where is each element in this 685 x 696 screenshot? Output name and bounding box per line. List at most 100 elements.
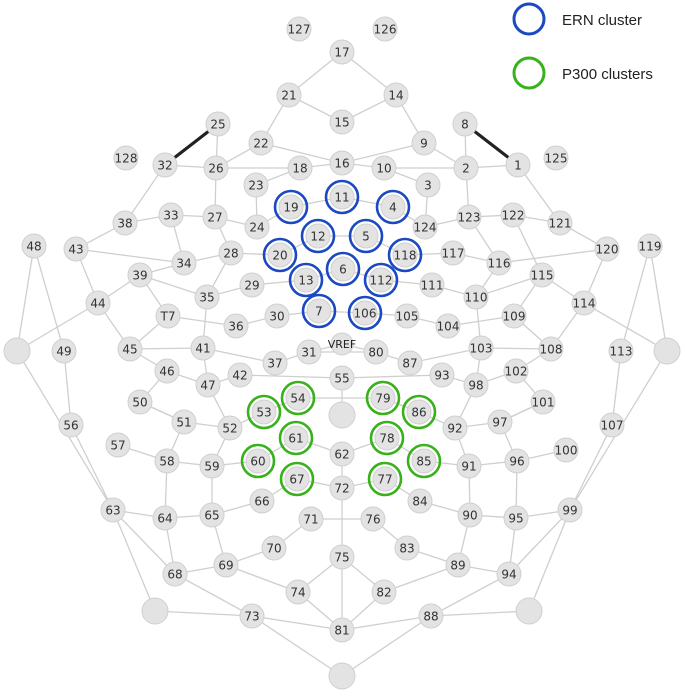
electrode-label: 35 xyxy=(199,291,214,305)
electrode-label: 4 xyxy=(389,201,397,215)
electrode-93: 93 xyxy=(429,362,455,388)
electrode-node xyxy=(329,441,355,467)
electrode-label: 124 xyxy=(414,221,437,235)
blank-electrode xyxy=(328,401,356,429)
electrode-label: 87 xyxy=(402,357,417,371)
electrode-60: 60 xyxy=(245,448,271,474)
electrode-83: 83 xyxy=(394,535,420,561)
electrode-node xyxy=(261,535,287,561)
electrode-label: 113 xyxy=(610,345,633,359)
p300-cluster-ring-77 xyxy=(367,461,403,497)
electrode-node xyxy=(571,290,597,316)
electrode-11: 11 xyxy=(329,184,355,210)
electrode-label: 93 xyxy=(434,369,449,383)
electrode-node xyxy=(112,210,138,236)
electrode-label: 70 xyxy=(266,542,281,556)
electrode-12: 12 xyxy=(305,223,331,249)
electrode-48: 48 xyxy=(21,233,47,259)
electrode-node xyxy=(371,155,397,181)
electrode-label: 99 xyxy=(562,504,577,518)
electrode-79: 79 xyxy=(370,385,396,411)
electrode-label: 84 xyxy=(412,495,427,509)
electrode-label: 119 xyxy=(639,240,662,254)
electrode-51: 51 xyxy=(171,409,197,435)
ern-cluster-ring-106 xyxy=(347,295,383,331)
electrode-label: 89 xyxy=(450,559,465,573)
electrode-9: 9 xyxy=(411,130,437,156)
electrode-label: 38 xyxy=(117,217,132,231)
electrode-node xyxy=(370,385,396,411)
electrode-node xyxy=(239,272,265,298)
electrode-node xyxy=(368,267,394,293)
electrode-25: 25 xyxy=(205,111,231,137)
electrode-node xyxy=(190,335,216,361)
electrode-75: 75 xyxy=(329,544,355,570)
electrode-label: 121 xyxy=(549,217,572,231)
electrode-121: 121 xyxy=(547,210,573,236)
connection-line xyxy=(112,509,156,612)
electrode-label: 73 xyxy=(244,610,259,624)
electrode-node xyxy=(504,448,530,474)
electrode-label: 27 xyxy=(207,211,222,225)
electrode-label: 59 xyxy=(204,460,219,474)
blank-electrode xyxy=(3,337,31,365)
electrode-20: 20 xyxy=(267,242,293,268)
electrode-label: 41 xyxy=(195,342,210,356)
connection-line xyxy=(649,245,668,352)
electrode-node xyxy=(372,466,398,492)
electrode-node xyxy=(113,145,139,171)
electrode-43: 43 xyxy=(63,236,89,262)
electrode-39: 39 xyxy=(127,262,153,288)
electrode-node xyxy=(530,389,556,415)
electrode-node xyxy=(505,152,531,178)
electrode-label: 67 xyxy=(289,473,304,487)
legend-p300-label: P300 clusters xyxy=(562,66,653,83)
electrode-78: 78 xyxy=(374,425,400,451)
electrode-label: 23 xyxy=(248,179,263,193)
electrode-106: 106 xyxy=(352,300,378,326)
electrode-90: 90 xyxy=(457,502,483,528)
electrode-node xyxy=(599,412,625,438)
electrode-80: 80 xyxy=(363,339,389,365)
electrode-node xyxy=(463,284,489,310)
electrode-label: 76 xyxy=(365,513,380,527)
electrode-1: 1 xyxy=(505,152,531,178)
electrode-44: 44 xyxy=(85,290,111,316)
electrode-7: 7 xyxy=(306,298,332,324)
electrode-label: 14 xyxy=(388,89,403,103)
electrode-label: 86 xyxy=(411,406,426,420)
ern-cluster-ring-6 xyxy=(325,251,361,287)
electrode-122: 122 xyxy=(500,202,526,228)
cluster-rings xyxy=(240,179,442,497)
electrode-19: 19 xyxy=(278,194,304,220)
electrode-node xyxy=(456,204,482,230)
electrode-113: 113 xyxy=(608,338,634,364)
electrode-node xyxy=(305,223,331,249)
electrode-label: 48 xyxy=(26,240,41,254)
electrode-node xyxy=(594,236,620,262)
electrode-92: 92 xyxy=(442,415,468,441)
electrode-label: 96 xyxy=(509,455,524,469)
electrode-16: 16 xyxy=(329,150,355,176)
electrode-node xyxy=(248,130,274,156)
electrode-node xyxy=(155,303,181,329)
electrode-node xyxy=(278,194,304,220)
electrode-86: 86 xyxy=(406,399,432,425)
electrode-17: 17 xyxy=(329,39,355,65)
electrode-node xyxy=(251,399,277,425)
electrode-node xyxy=(394,535,420,561)
electrode-label: 16 xyxy=(334,157,349,171)
connection-line xyxy=(512,214,552,350)
electrode-label: 32 xyxy=(157,159,172,173)
electrode-114: 114 xyxy=(571,290,597,316)
electrode-label: 52 xyxy=(222,422,237,436)
electrode-53: 53 xyxy=(251,399,277,425)
electrode-76: 76 xyxy=(360,506,386,532)
electrode-node xyxy=(383,82,409,108)
electrode-node xyxy=(58,412,84,438)
vref-electrode xyxy=(330,332,354,356)
electrode-label: 104 xyxy=(437,320,460,334)
electrode-label: 21 xyxy=(281,89,296,103)
electrode-6: 6 xyxy=(330,256,356,282)
